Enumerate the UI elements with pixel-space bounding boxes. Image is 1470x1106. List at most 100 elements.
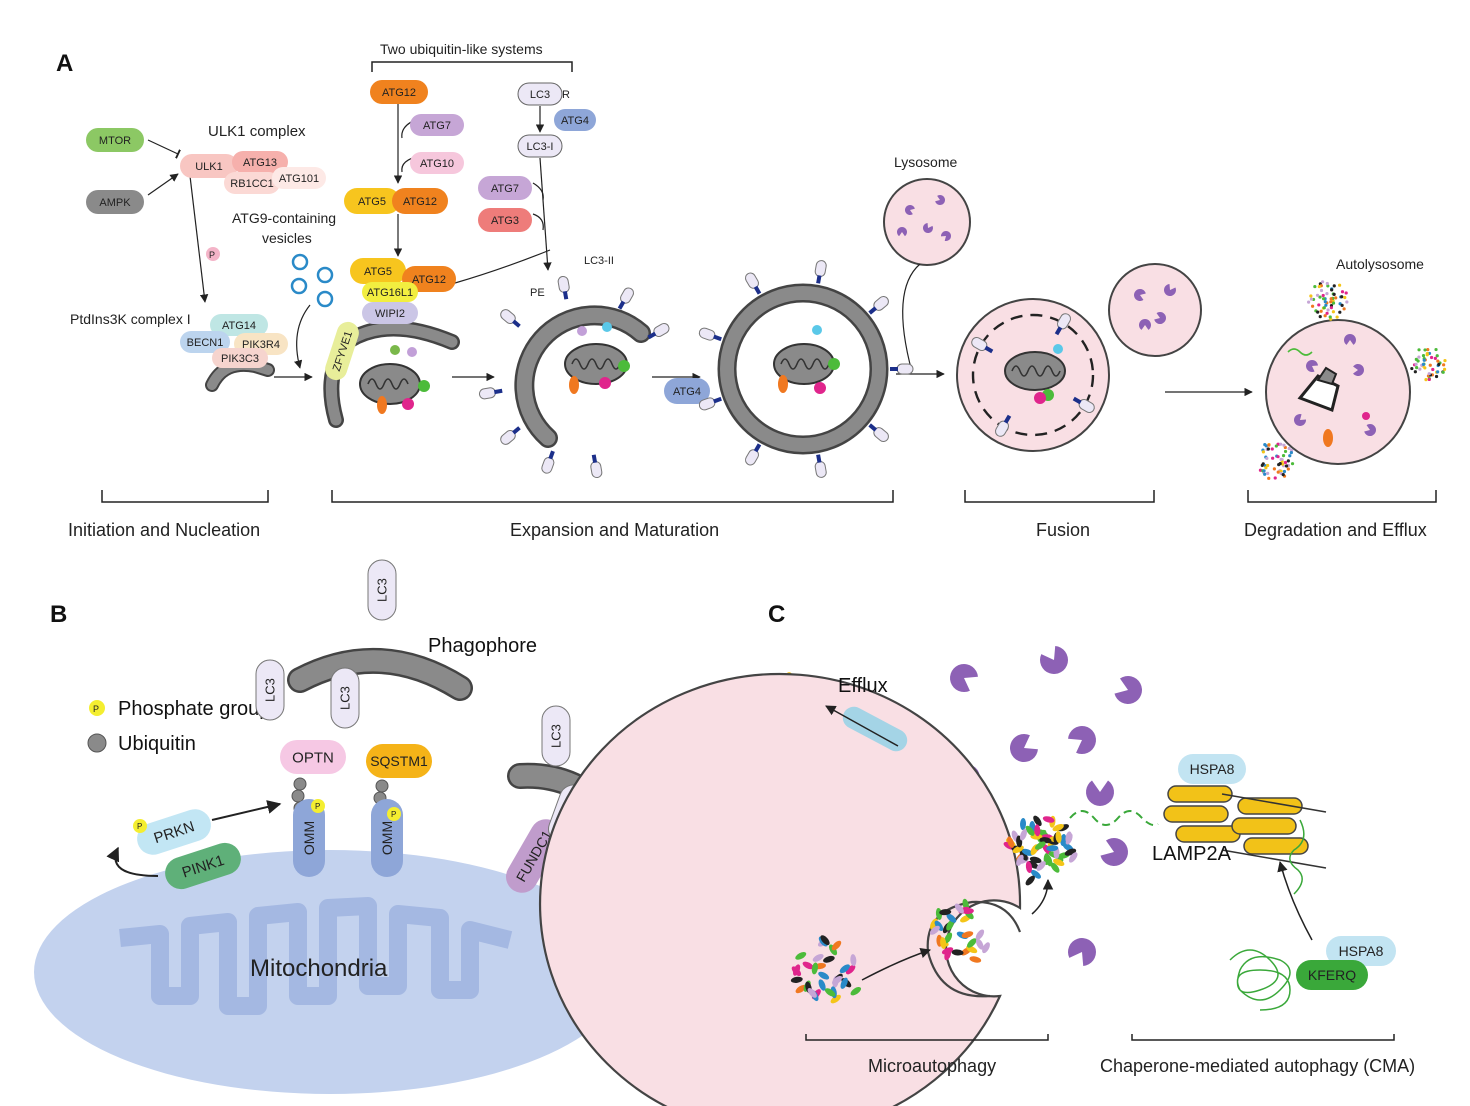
two-systems-label: Two ubiquitin-like systems	[380, 41, 543, 57]
panel-a-label: A	[56, 50, 73, 77]
kferq-pill: KFERQ	[1296, 960, 1368, 990]
atg7-pill-a: ATG7	[410, 114, 464, 136]
atg4-pill-b: ATG4	[664, 378, 710, 404]
wipi2-pill-text: WIPI2	[375, 308, 405, 320]
lysosomal-enzyme-17	[1010, 734, 1038, 762]
atg10-pill: ATG10	[410, 152, 464, 174]
lysosomal-enzyme-22	[1100, 838, 1128, 866]
kferq-substrate	[1229, 949, 1291, 1011]
lysosomal-enzyme-23	[1068, 938, 1096, 966]
optn-pill: OPTN	[280, 740, 346, 774]
stage-label-4: Degradation and Efflux	[1244, 520, 1427, 540]
efflux-label: Efflux	[838, 675, 888, 697]
lysosomal-enzyme-6	[1154, 312, 1166, 324]
stage-label-2: Expansion and Maturation	[510, 520, 719, 540]
ubiquitin-legend-icon	[87, 733, 107, 753]
hspa8-pill-2-text: HSPA8	[1339, 943, 1384, 959]
atg12-pill-b-text: ATG12	[403, 196, 437, 208]
panel-c-label: C	[768, 601, 785, 628]
lc3-pill: LC3	[517, 82, 563, 106]
cma-arrow	[1277, 860, 1313, 941]
lc3-pill-text: LC3	[530, 89, 550, 101]
lysosomal-enzyme-3	[941, 231, 951, 241]
vesicles-arrow	[294, 304, 311, 369]
lysosomal-enzyme-1	[935, 195, 945, 205]
mito-cargo-1	[359, 345, 430, 414]
lysosomal-enzyme-7	[1164, 284, 1176, 296]
lysosome-large	[538, 672, 1022, 1106]
lc3-i-pill: LC3-I	[517, 134, 563, 158]
ptdins3k-label: PtdIns3K complex I	[70, 311, 191, 327]
atg5-pill-b-text: ATG5	[364, 266, 392, 278]
mitochondria-cristae	[119, 897, 513, 1015]
stage-label-1: Initiation and Nucleation	[68, 520, 260, 540]
atg9-label-1: ATG9-containing	[232, 210, 336, 226]
atg101-pill: ATG101	[272, 167, 326, 189]
lc3-b-pill-3: LC3	[541, 705, 571, 767]
lc3-b-pill-2: LC3	[367, 559, 397, 621]
lc3-tag-fusion-1	[1054, 313, 1071, 336]
autolysosome-label: Autolysosome	[1336, 256, 1424, 272]
rb1cc1-pill-text: RB1CC1	[230, 178, 273, 190]
mito-cargo-3	[773, 325, 840, 394]
lysosomal-enzyme-4	[897, 226, 907, 237]
cma-label: Chaperone-mediated autophagy (CMA)	[1100, 1056, 1415, 1076]
lc3-b-pill-0: LC3	[255, 659, 285, 721]
atg12-pill-b: ATG12	[392, 188, 448, 214]
lc3-tag-autophagosome-6	[814, 454, 827, 478]
lamp2a-label: LAMP2A	[1152, 843, 1232, 865]
lc3-tag-expanding-0	[500, 309, 521, 328]
stage-bracket-1	[101, 490, 269, 503]
ulk1-to-ptdins3k-arrow	[189, 175, 209, 303]
lc3-tag-autophagosome-1	[745, 272, 762, 295]
atg4-pill-a-text: ATG4	[561, 115, 589, 127]
atg10-pill-text: ATG10	[420, 158, 454, 170]
atg12-pill-c-text: ATG12	[412, 274, 446, 286]
ulk1-pill-text: ULK1	[195, 161, 223, 173]
efflux-cluster-top	[1307, 280, 1349, 321]
lc3-tag-expanding-3	[647, 323, 670, 340]
omm-pill-2-text: OMM	[379, 821, 395, 855]
atg101-pill-text: ATG101	[279, 173, 319, 185]
atg14-pill-text: ATG14	[222, 320, 256, 332]
optn-pill-text: OPTN	[292, 749, 334, 766]
atg14-pill: ATG14	[210, 314, 268, 336]
cargo-engulfing	[929, 898, 990, 963]
efflux-cluster-bottom	[1258, 442, 1295, 480]
atg12-pill-a: ATG12	[370, 80, 428, 104]
atg16l1-pill-text: ATG16L1	[367, 287, 413, 299]
lysosomal-enzyme-8	[1139, 319, 1151, 330]
phospho-mark-0: P	[133, 819, 147, 833]
wipi2-pill: WIPI2	[362, 302, 418, 324]
lc3-tag-fusion-0	[971, 337, 994, 354]
phagophore-b1-label: Phagophore	[428, 635, 537, 657]
pink1-pill: PINK1	[165, 842, 241, 890]
cargo-outside	[790, 935, 862, 1004]
prkn-to-optn-arrow	[211, 800, 282, 821]
prkn-pill: PRKN	[137, 809, 211, 855]
mtor-inhibit-line	[147, 139, 181, 159]
stage-bracket-2	[331, 490, 894, 503]
micro-arrow	[861, 948, 931, 981]
hspa8-pill-1-text: HSPA8	[1190, 761, 1235, 777]
microautophagy-cargo	[790, 815, 1078, 1004]
lamp2a-channel	[1163, 785, 1327, 869]
lysosomal-enzyme-11	[1294, 414, 1306, 426]
phosphate-marker	[206, 247, 220, 261]
lysosomal-enzyme-2	[923, 223, 933, 233]
lysosomal-enzyme-20	[1086, 780, 1114, 806]
phospho-mark-text-2: P	[391, 810, 396, 819]
lc3-tag-autophagosome-4	[890, 363, 914, 375]
atg4-pill-a: ATG4	[554, 109, 596, 131]
r-label: R	[562, 89, 570, 101]
ampk-pill-text: AMPK	[99, 197, 131, 209]
lysosome	[883, 178, 971, 266]
lysosome-arrow	[902, 263, 921, 373]
lc3-tag-autophagosome-5	[868, 423, 889, 442]
atg9-vesicles	[290, 253, 334, 308]
phospho-mark-1: P	[311, 799, 325, 813]
lysosomal-enzyme-0	[905, 205, 915, 215]
atg3-pill: ATG3	[478, 208, 532, 232]
mtor-pill: MTOR	[86, 128, 144, 152]
lysosomal-enzyme-10	[1353, 364, 1364, 376]
